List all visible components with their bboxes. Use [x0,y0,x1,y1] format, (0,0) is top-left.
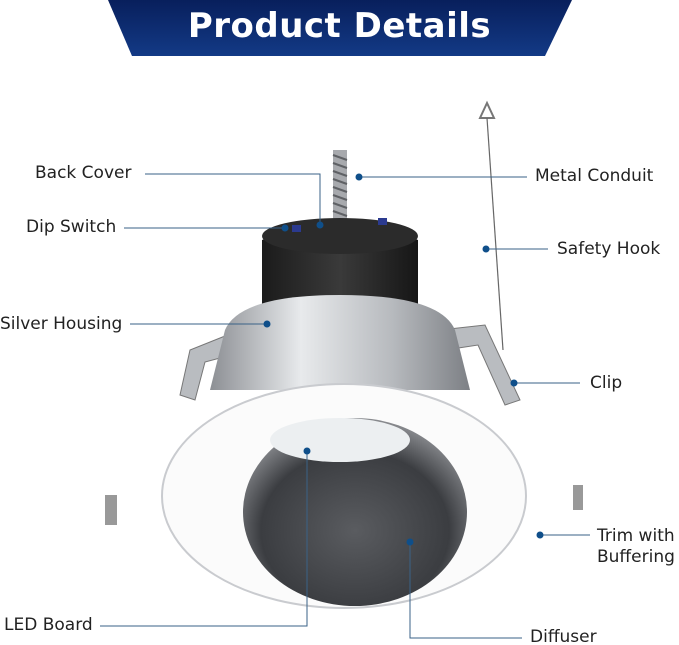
label-back-cover: Back Cover [35,163,132,183]
label-clip: Clip [590,373,623,393]
label-trim-line2: Buffering [597,547,675,567]
dip-switch [292,225,301,232]
title-banner [108,0,572,56]
safety-hook [478,100,504,351]
label-dip-switch: Dip Switch [26,217,117,237]
callout-dots [263,173,544,546]
label-safety-hook: Safety Hook [557,239,661,259]
label-trim-line1: Trim with [597,526,675,546]
label-silver-housing: Silver Housing [0,314,123,334]
label-metal-conduit: Metal Conduit [535,166,654,186]
led-board [270,418,410,462]
label-led-board: LED Board [4,615,93,635]
metal-conduit [332,150,348,225]
label-diffuser: Diffuser [530,627,597,645]
leader-lines [100,173,590,639]
diffuser [243,418,467,606]
page-title: Product Details [187,6,492,46]
silver-housing [210,295,470,390]
